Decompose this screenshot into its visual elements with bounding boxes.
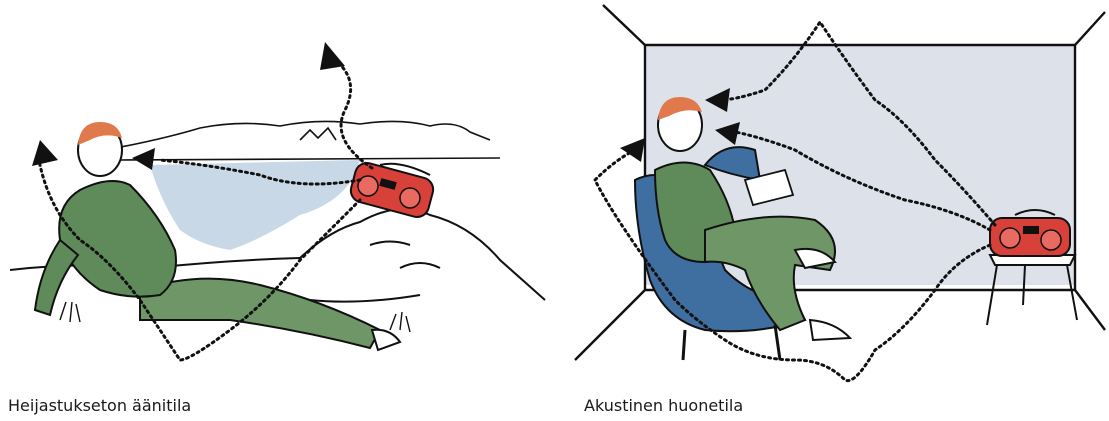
sound-wave-arrow-icon (32, 140, 58, 166)
radio-icon (348, 160, 436, 219)
person-foot (810, 320, 850, 340)
sound-wave-arrow-icon (320, 42, 345, 70)
room-scene-panel: Akustinen huonetila (555, 0, 1109, 421)
person-sweater (59, 181, 176, 297)
anechoic-scene-panel: Heijastukseton äänitila (0, 0, 555, 421)
person-foot (372, 330, 400, 350)
sound-wave-arrow-icon (620, 138, 645, 162)
anechoic-caption: Heijastukseton äänitila (8, 396, 191, 415)
anechoic-scene-illustration (0, 0, 555, 421)
room-caption: Akustinen huonetila (584, 396, 743, 415)
person-legs (140, 279, 380, 348)
sound-wave-arrow-icon (132, 148, 155, 170)
landscape (105, 121, 500, 160)
room-scene-illustration (555, 0, 1109, 421)
